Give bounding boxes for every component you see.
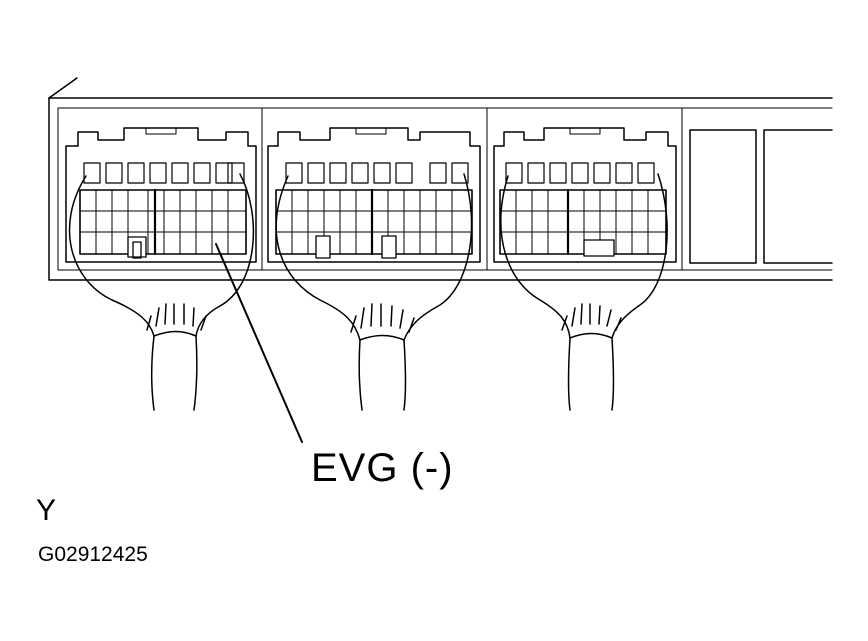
wire-harness-1: [68, 173, 255, 411]
connector-3-upper-pins: [505, 162, 655, 184]
connector-3-pin-grid: [499, 188, 667, 257]
callout-leader: [215, 243, 303, 443]
connector-2: [267, 127, 481, 263]
connector-3: [493, 127, 677, 263]
figure-id: G02912425: [38, 543, 148, 566]
connector-1-upper-pins: [83, 162, 245, 184]
wire-harness-3: [500, 173, 668, 411]
ecu-housing: [48, 77, 833, 281]
connector-1: [65, 127, 257, 263]
connector-1-pin-grid: [79, 188, 247, 259]
connector-2-upper-pins: [285, 162, 469, 184]
view-label: Y: [36, 494, 57, 527]
connector-2-pin-grid: [275, 188, 473, 259]
evg-callout-label: EVG (-): [311, 446, 454, 490]
wire-harness-2: [275, 173, 473, 411]
